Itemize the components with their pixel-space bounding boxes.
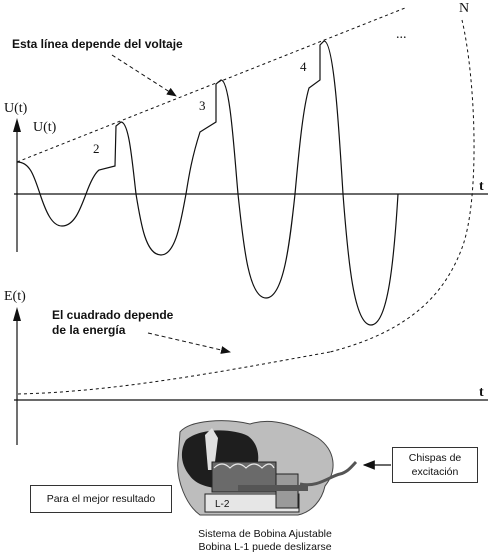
ellipsis: ... <box>396 27 407 42</box>
upper-x-axis-label: t <box>479 179 484 194</box>
voltage-envelope-line <box>16 7 406 163</box>
upper-y-axis-label: U(t) <box>4 101 28 116</box>
upper-y-arrowhead <box>13 118 21 132</box>
result-note-text: Para el mejor resultado <box>46 493 156 505</box>
coil-apparatus-photo <box>177 420 358 516</box>
result-note-box: Para el mejor resultado <box>30 485 172 513</box>
step-number-4: 4 <box>300 59 307 74</box>
energy-curve <box>17 351 331 395</box>
upper-curve-label: U(t) <box>33 120 57 135</box>
apparatus-caption-line1: Sistema de Bobina Ajustable <box>198 528 332 540</box>
sparks-note-line2: excitación <box>411 466 459 478</box>
sparks-note-line1: Chispas de <box>408 452 462 464</box>
lower-y-arrowhead <box>13 307 21 321</box>
end-label-n: N <box>459 1 469 16</box>
energy-note-line2: de la energía <box>52 323 126 337</box>
oscillation-waveform <box>16 40 399 326</box>
energy-note-line1: El cuadrado depende <box>52 308 174 322</box>
lower-y-axis-label: E(t) <box>4 289 26 304</box>
lower-x-axis-label: t <box>479 385 484 400</box>
sparks-note-box: Chispas de excitación <box>392 447 478 483</box>
energy-envelope-upper <box>329 19 475 353</box>
step-number-3: 3 <box>199 98 206 113</box>
coil-label-l2: L-2 <box>215 499 230 510</box>
apparatus-caption-line2: Bobina L-1 puede deslizarse <box>198 541 332 553</box>
step-number-2: 2 <box>93 141 100 156</box>
envelope-note: Esta línea depende del voltaje <box>12 37 183 51</box>
envelope-note-arrow <box>111 54 177 97</box>
energy-note-arrow <box>147 332 231 354</box>
